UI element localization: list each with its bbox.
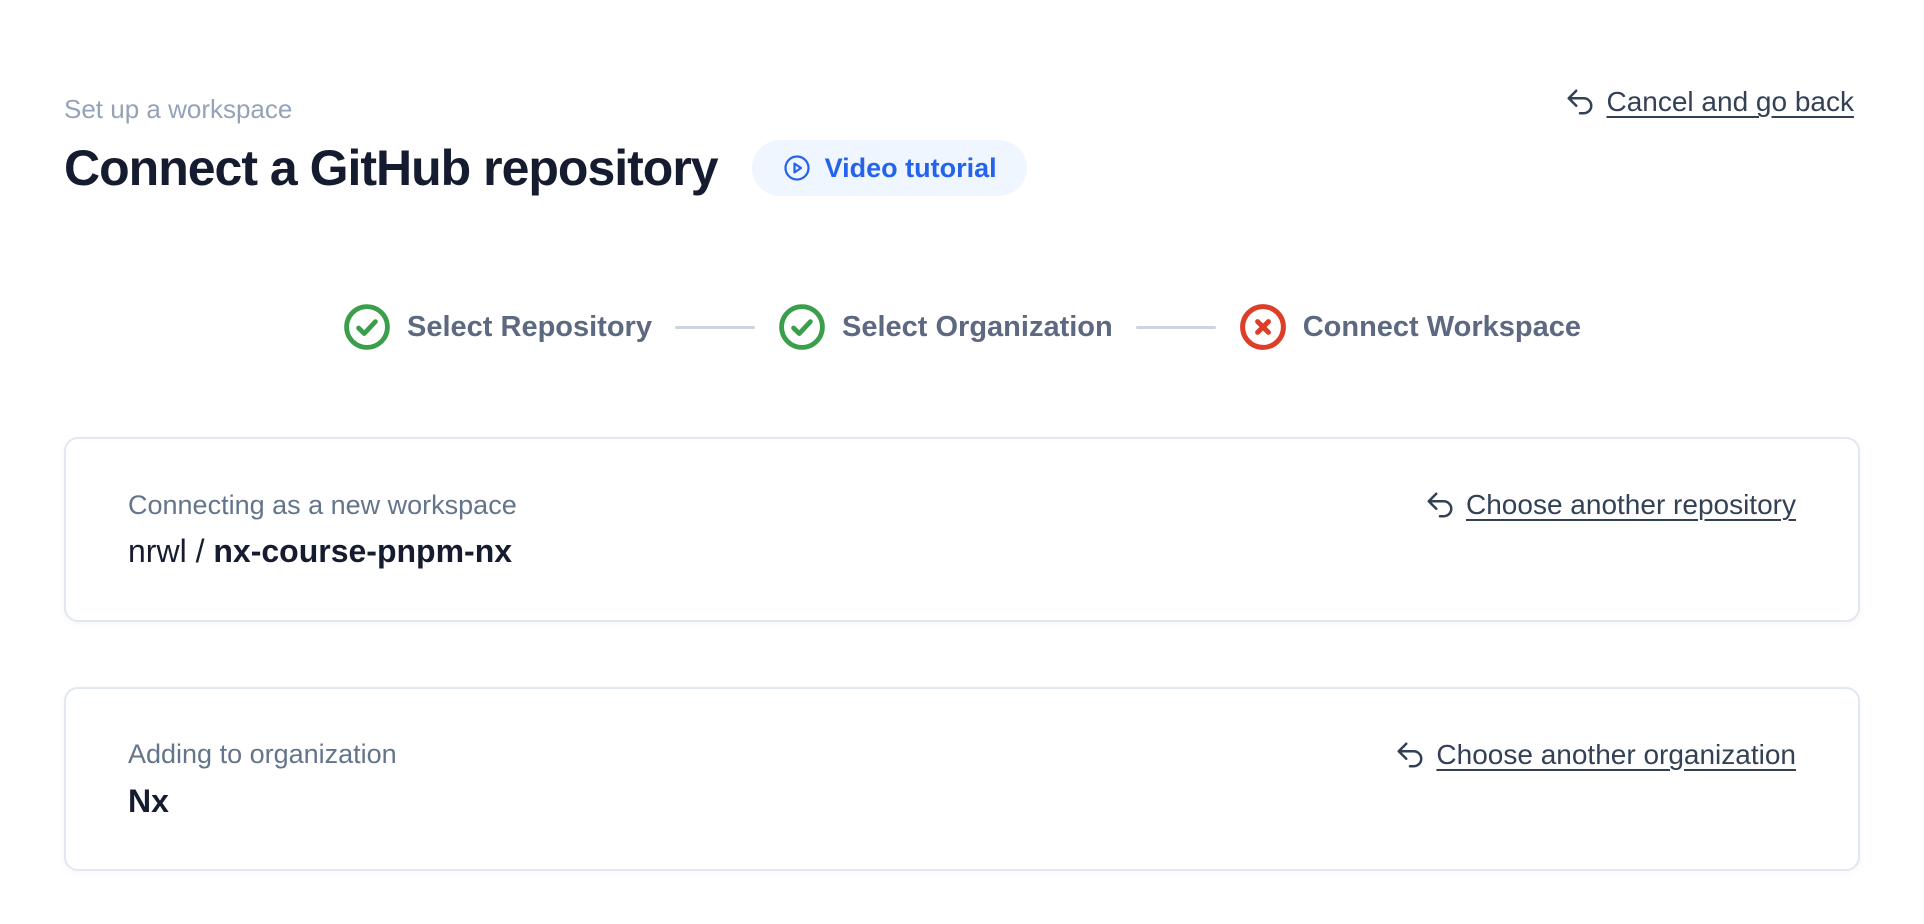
selected-organization-value: Nx [128, 783, 1796, 820]
choose-another-organization-link[interactable]: Choose another organization [1395, 739, 1796, 771]
organization-card-label: Adding to organization [128, 739, 397, 769]
video-tutorial-button[interactable]: Video tutorial [751, 140, 1027, 197]
repo-name: nx-course-pnpm-nx [213, 533, 513, 569]
check-circle-icon [778, 303, 826, 351]
uturn-left-icon [1425, 490, 1455, 520]
page-header: Set up a workspace Connect a GitHub repo… [64, 94, 1027, 197]
breadcrumb: Set up a workspace [64, 94, 293, 124]
step-connector [1135, 325, 1216, 329]
step-select-organization: Select Organization [778, 303, 1113, 351]
step-connector [674, 325, 755, 329]
organization-card: Adding to organization Choose another or… [64, 687, 1860, 871]
org-name: Nx [128, 782, 169, 819]
repository-card: Connecting as a new workspace Choose ano… [64, 437, 1860, 622]
uturn-left-icon [1395, 740, 1425, 770]
step-connect-workspace: Connect Workspace [1239, 303, 1581, 351]
uturn-left-icon [1565, 87, 1595, 117]
repo-owner: nrwl / [128, 533, 214, 569]
play-circle-icon [782, 153, 812, 183]
step-select-repository: Select Repository [343, 303, 652, 351]
page-title: Connect a GitHub repository [64, 140, 719, 197]
step-label: Select Organization [841, 310, 1113, 343]
video-tutorial-label: Video tutorial [824, 152, 997, 183]
cancel-link-label: Cancel and go back [1606, 86, 1854, 117]
step-label: Connect Workspace [1302, 310, 1581, 343]
choose-another-organization-label: Choose another organization [1436, 738, 1796, 770]
x-circle-icon [1239, 303, 1287, 351]
repository-card-label: Connecting as a new workspace [128, 489, 517, 520]
cancel-and-go-back-link[interactable]: Cancel and go back [1565, 86, 1854, 118]
step-label: Select Repository [407, 310, 652, 343]
setup-stepper: Select Repository Select Organization Co… [0, 303, 1924, 351]
selected-repository-value: nrwl / nx-course-pnpm-nx [128, 533, 1796, 570]
check-circle-icon [343, 303, 391, 351]
choose-another-repository-link[interactable]: Choose another repository [1425, 489, 1796, 521]
choose-another-repository-label: Choose another repository [1466, 489, 1796, 520]
